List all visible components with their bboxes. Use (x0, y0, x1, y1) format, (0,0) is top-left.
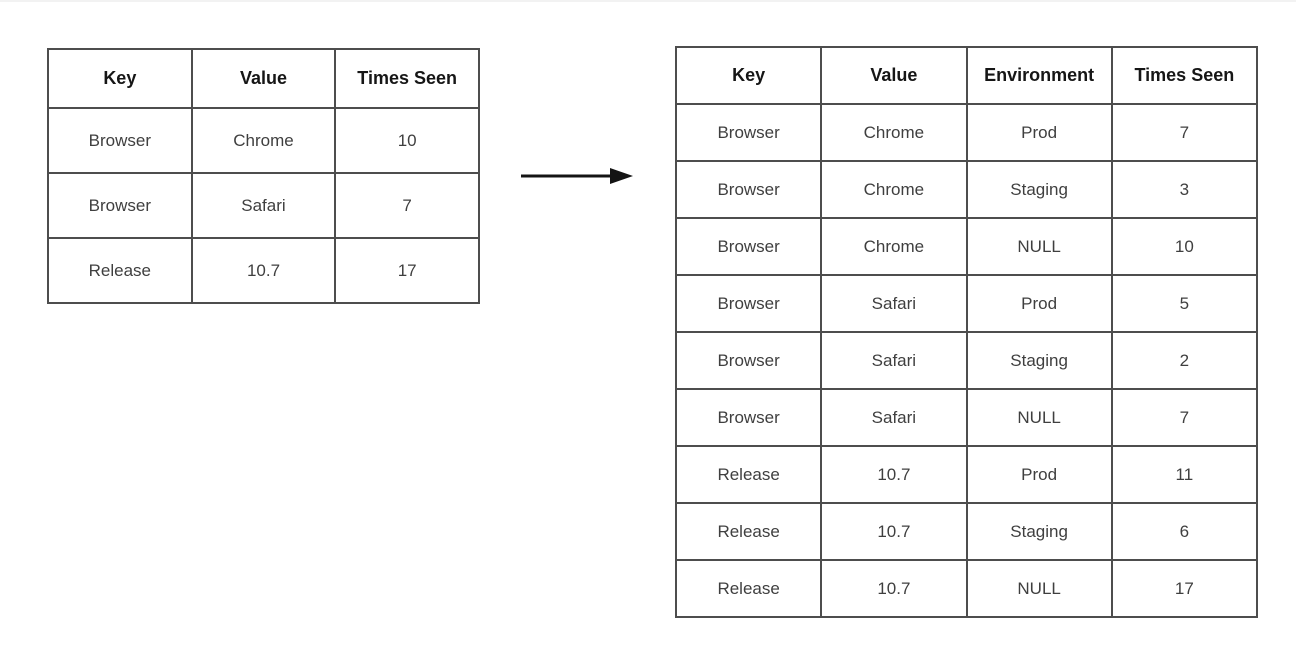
table-cell: Chrome (820, 103, 968, 162)
table-cell: Chrome (190, 107, 337, 174)
table-cell: Prod (965, 103, 1113, 162)
table-cell: 10 (1110, 217, 1259, 276)
table-cell: Prod (965, 445, 1113, 504)
table-cell: 7 (1110, 103, 1259, 162)
table-cell: 17 (334, 237, 480, 304)
table-cell: Safari (820, 274, 968, 333)
table-cell: Browser (674, 103, 823, 162)
table-cell: Staging (965, 502, 1113, 561)
table-cell: Browser (674, 160, 823, 219)
table-cell: Safari (820, 331, 968, 390)
table-cell: Safari (190, 172, 337, 239)
table-cell: Staging (965, 160, 1113, 219)
table-cell: Chrome (820, 217, 968, 276)
table-cell: 10.7 (820, 445, 968, 504)
table-cell: Chrome (820, 160, 968, 219)
null-cell: NULL (965, 388, 1113, 447)
table-cell: 7 (1110, 388, 1259, 447)
table-cell: 10.7 (820, 559, 968, 618)
table-cell: Browser (674, 388, 823, 447)
null-cell: NULL (965, 217, 1113, 276)
table-cell: 5 (1110, 274, 1259, 333)
table-cell: Browser (47, 107, 193, 174)
null-cell: NULL (965, 559, 1113, 618)
column-header: Environment (965, 46, 1113, 105)
table-cell: Browser (674, 274, 823, 333)
table-cell: 10 (334, 107, 480, 174)
table-cell: Browser (674, 217, 823, 276)
table-cell: 10.7 (820, 502, 968, 561)
table-cell: Staging (965, 331, 1113, 390)
table-cell: Release (47, 237, 193, 304)
table-cell: 17 (1110, 559, 1259, 618)
table-cell: Release (674, 502, 823, 561)
table-cell: Browser (47, 172, 193, 239)
column-header: Times Seen (334, 48, 480, 109)
table-cell: Safari (820, 388, 968, 447)
right-arrow-icon (521, 168, 633, 184)
column-header: Value (820, 46, 968, 105)
table-cell: Prod (965, 274, 1113, 333)
table-cell: 10.7 (190, 237, 337, 304)
column-header: Value (190, 48, 337, 109)
table-cell: 2 (1110, 331, 1259, 390)
table-cell: 7 (334, 172, 480, 239)
table-cell: 6 (1110, 502, 1259, 561)
table-cell: Release (674, 445, 823, 504)
table-cell: Release (674, 559, 823, 618)
column-header: Times Seen (1110, 46, 1259, 105)
column-header: Key (47, 48, 193, 109)
table-cell: Browser (674, 331, 823, 390)
column-header: Key (674, 46, 823, 105)
table-cell: 11 (1110, 445, 1259, 504)
table-cell: 3 (1110, 160, 1259, 219)
